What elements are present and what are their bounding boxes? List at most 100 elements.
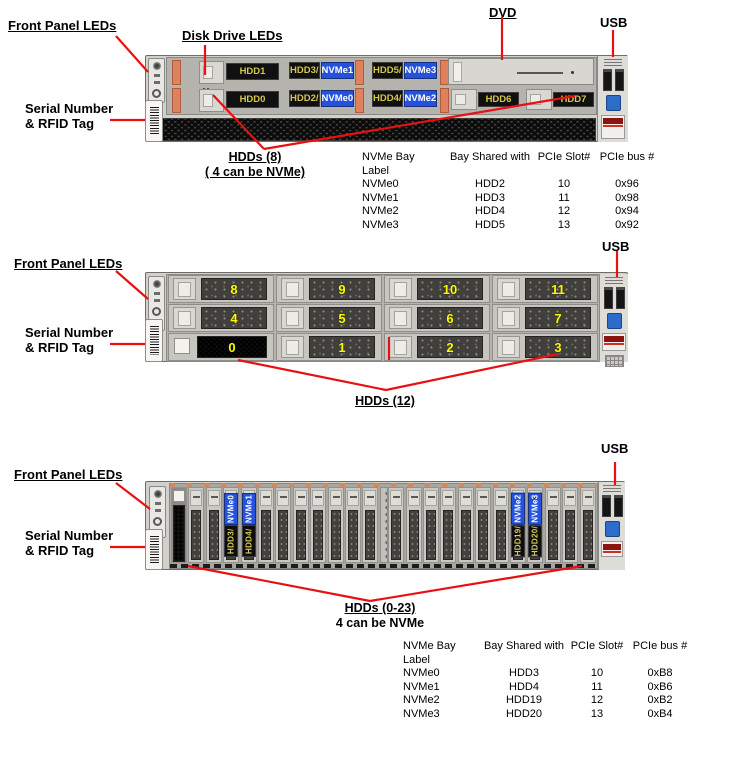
drive-face [313,510,324,560]
table-header: NVMe Bay Label [403,640,456,666]
drive-latch [199,89,224,112]
bottom-rail [170,564,597,568]
drive-face: 0 [197,336,267,358]
table-cell: 10 [557,178,571,191]
usb-io-panel [599,274,628,367]
table-header: Bay Shared with [483,640,565,652]
drive-number: 8 [230,281,238,297]
drive-face [348,510,358,560]
caption-line1: HDDs (12) [355,394,415,408]
drive-face [565,510,576,560]
hdd-label: HDD19/ [511,524,525,557]
logo-icon [153,490,162,498]
drive-face [173,505,185,562]
hdd-label: HDD3/ [224,525,239,557]
table-cell: HDD2 [475,178,505,191]
hdd-label: HDD3/ [289,62,320,79]
nvme-label: NVMe1 [241,493,256,525]
drive-label-hdd4-nvme2: HDD4/ NVMe2 [372,90,438,107]
serial-line1: Serial Number [25,325,114,340]
drive-face [547,510,558,560]
table-header: PCIe Slot# [570,640,624,652]
drive-led-strip [355,60,364,85]
nvme-label: NVMe0 [320,90,355,107]
usb-port-icon [602,69,612,91]
drive-latch [497,307,520,329]
drive-latch [199,61,224,84]
drive-slot-23 [579,487,596,563]
drive-label-hdd7: HDD7 [553,92,594,107]
drive-led-strip [355,88,364,113]
drive-bay-9: 9 [276,275,382,303]
table-cell: 13 [590,707,604,720]
label-disk-drive-leds: Disk Drive LEDs [182,28,283,43]
drive-number: 7 [554,310,562,326]
usb-port-icon [615,287,625,309]
drive-face: 4 [201,307,267,329]
brand-line [604,343,624,345]
table-cell: 0x92 [615,218,639,231]
drive-label-hdd5-nvme3: HDD5/ NVMe3 [372,62,438,79]
drive-label-hdd20-nvme3: NVMe3 HDD20/ [528,493,543,557]
drive-latch [277,490,290,506]
drive-slot-12 [388,487,405,563]
table-cell: 11 [558,191,570,204]
drive-latch [494,490,507,506]
usb-ports [598,69,628,91]
usb-port-icon [603,287,613,309]
drive-face: 8 [201,278,267,300]
drive-latch [389,336,412,358]
ventilation-grille [148,118,596,141]
label-front-panel-leds-bottom: Front Panel LEDs [14,467,123,482]
drive-latch [477,490,490,506]
label-front-panel-leds-middle: Front Panel LEDs [14,256,123,271]
drive-face [391,510,402,560]
drive-face: 9 [309,278,375,300]
drive-slot-0 [171,487,187,563]
intel-badge-icon [605,95,621,111]
drive-label-hdd0: HDD0 [226,91,279,108]
chassis-divider [379,487,388,563]
usb-io-panel [598,482,625,570]
drive-face [582,510,593,560]
drive-bay-2: 2 [384,333,490,361]
nvme-table-bottom: NVMe Bay Label Bay Shared with PCIe Slot… [401,640,695,722]
drive-latch [497,278,520,300]
drive-slot-15 [440,487,457,563]
serial-line2: & RFID Tag [25,116,95,131]
drive-latch [451,89,477,110]
drive-bay-7: 7 [492,304,598,332]
label-serial-middle: Serial Number & RFID Tag [25,325,113,355]
drive-slot-20-nvme3: NVMe3 HDD20/ [527,487,544,563]
logo-icon [152,280,161,288]
drive-number: 4 [230,310,238,326]
drive-latch [207,490,220,506]
table-cell: NVMe1 [362,191,399,204]
oracle-badge-icon [601,115,625,139]
brand-bar [603,118,623,124]
drive-face: 7 [525,307,591,329]
drive-label-hdd3-nvme0: NVMe0 HDD3/ [224,493,239,557]
drive-face [295,510,306,560]
server-24-drive-chassis: NVMe0 HDD3/ NVMe1 HDD4/ NVMe2 HDD19/ [145,481,625,570]
drive-slot-13 [405,487,422,563]
drive-number: 0 [228,339,236,355]
drive-label-hdd6: HDD6 [478,92,519,107]
dvd-drive-bay [448,58,594,85]
table-cell: HDD3 [509,667,539,680]
drive-slot-3-nvme0: NVMe0 HDD3/ [223,487,240,563]
serial-line2: & RFID Tag [25,543,95,558]
caption-line1: HDDs (0-23) [344,601,416,615]
table-cell: HDD20 [505,707,543,720]
label-front-panel-leds-top: Front Panel LEDs [8,18,117,33]
power-button-icon [152,89,161,98]
brand-bar [603,544,621,550]
table-cell: 11 [591,680,603,693]
drive-latch [425,490,437,506]
label-usb-top: USB [600,15,628,30]
usb-port-icon [613,495,623,517]
drive-latch [173,490,185,502]
drive-face: 11 [525,278,591,300]
brand-line [603,551,621,553]
drive-latch [364,490,377,506]
